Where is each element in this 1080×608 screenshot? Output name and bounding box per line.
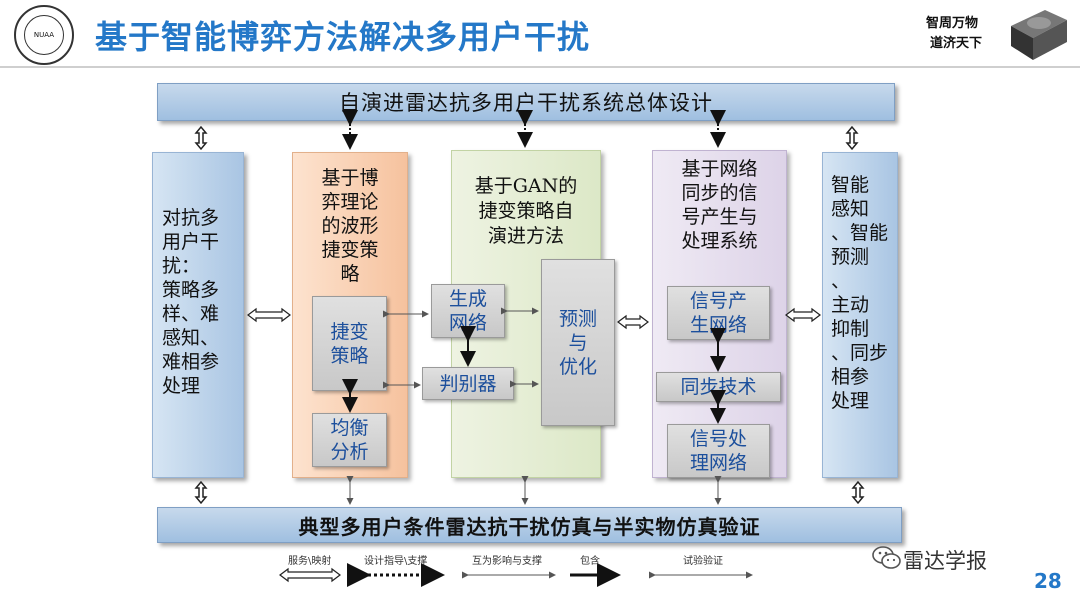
equilibrium-analysis-box: 均衡 分析 (312, 413, 387, 467)
service-mapping-arrow-left-top (194, 125, 208, 151)
university-logo: NUAA (14, 5, 74, 65)
discriminator-box: 判别器 (422, 367, 514, 400)
overall-design-bar: 自演进雷达抗多用户干扰系统总体设计 (157, 83, 895, 121)
gan-column-title: 基于GAN的 捷变策略自 演进方法 (474, 175, 578, 247)
legend-mutual-support: 互为影响与支撑 (472, 556, 542, 567)
service-mapping-arrow-right-top (845, 125, 859, 151)
emblem-icon (1011, 10, 1067, 60)
predict-to-signal-arrow (617, 314, 649, 330)
logo-center: NUAA (24, 15, 64, 55)
motto-line-1: 智周万物 (926, 16, 979, 31)
logo-text: NUAA (33, 30, 55, 39)
header-divider (0, 66, 1080, 68)
right-link-arrow (785, 307, 821, 323)
slide-title: 基于智能博弈方法解决多用户干扰 (95, 18, 591, 56)
legend-test-validation: 试验验证 (683, 556, 723, 567)
wechat-icon (872, 546, 901, 569)
service-mapping-arrow-left-bottom (194, 480, 208, 505)
legend-service-mapping: 服务\映射 (288, 556, 332, 567)
network-sync-column-title: 基于网络 同步的信 号产生与 处理系统 (681, 158, 758, 252)
page-number: 28 (1034, 569, 1062, 593)
legend-contains: 包含 (580, 556, 600, 567)
motto-line-2: 道济天下 (930, 36, 983, 51)
left-link-arrow (247, 307, 291, 323)
agile-strategy-box: 捷变 策略 (312, 296, 387, 391)
signal-generation-network-box: 信号产 生网络 (667, 286, 770, 340)
capabilities-column: 智能 感知 、智能 预测 、 主动 抑制 、同步 相参 处理 (822, 152, 898, 478)
simulation-validation-bar: 典型多用户条件雷达抗干扰仿真与半实物仿真验证 (157, 507, 902, 543)
legend-design-guidance: 设计指导\支撑 (364, 556, 428, 567)
legend-service-mapping-arrow (279, 567, 341, 583)
service-mapping-arrow-right-bottom (851, 480, 865, 505)
multi-user-interference-column: 对抗多 用户干 扰： 策略多 样、难 感知、 难相参 处理 (152, 152, 244, 478)
prediction-optimization-box: 预测 与 优化 (541, 259, 615, 426)
motto: 智周万物 道济天下 (926, 14, 1004, 54)
game-theory-column-title: 基于博 弈理论 的波形 捷变策 略 (321, 167, 379, 285)
wechat-account-name: 雷达学报 (903, 549, 987, 573)
